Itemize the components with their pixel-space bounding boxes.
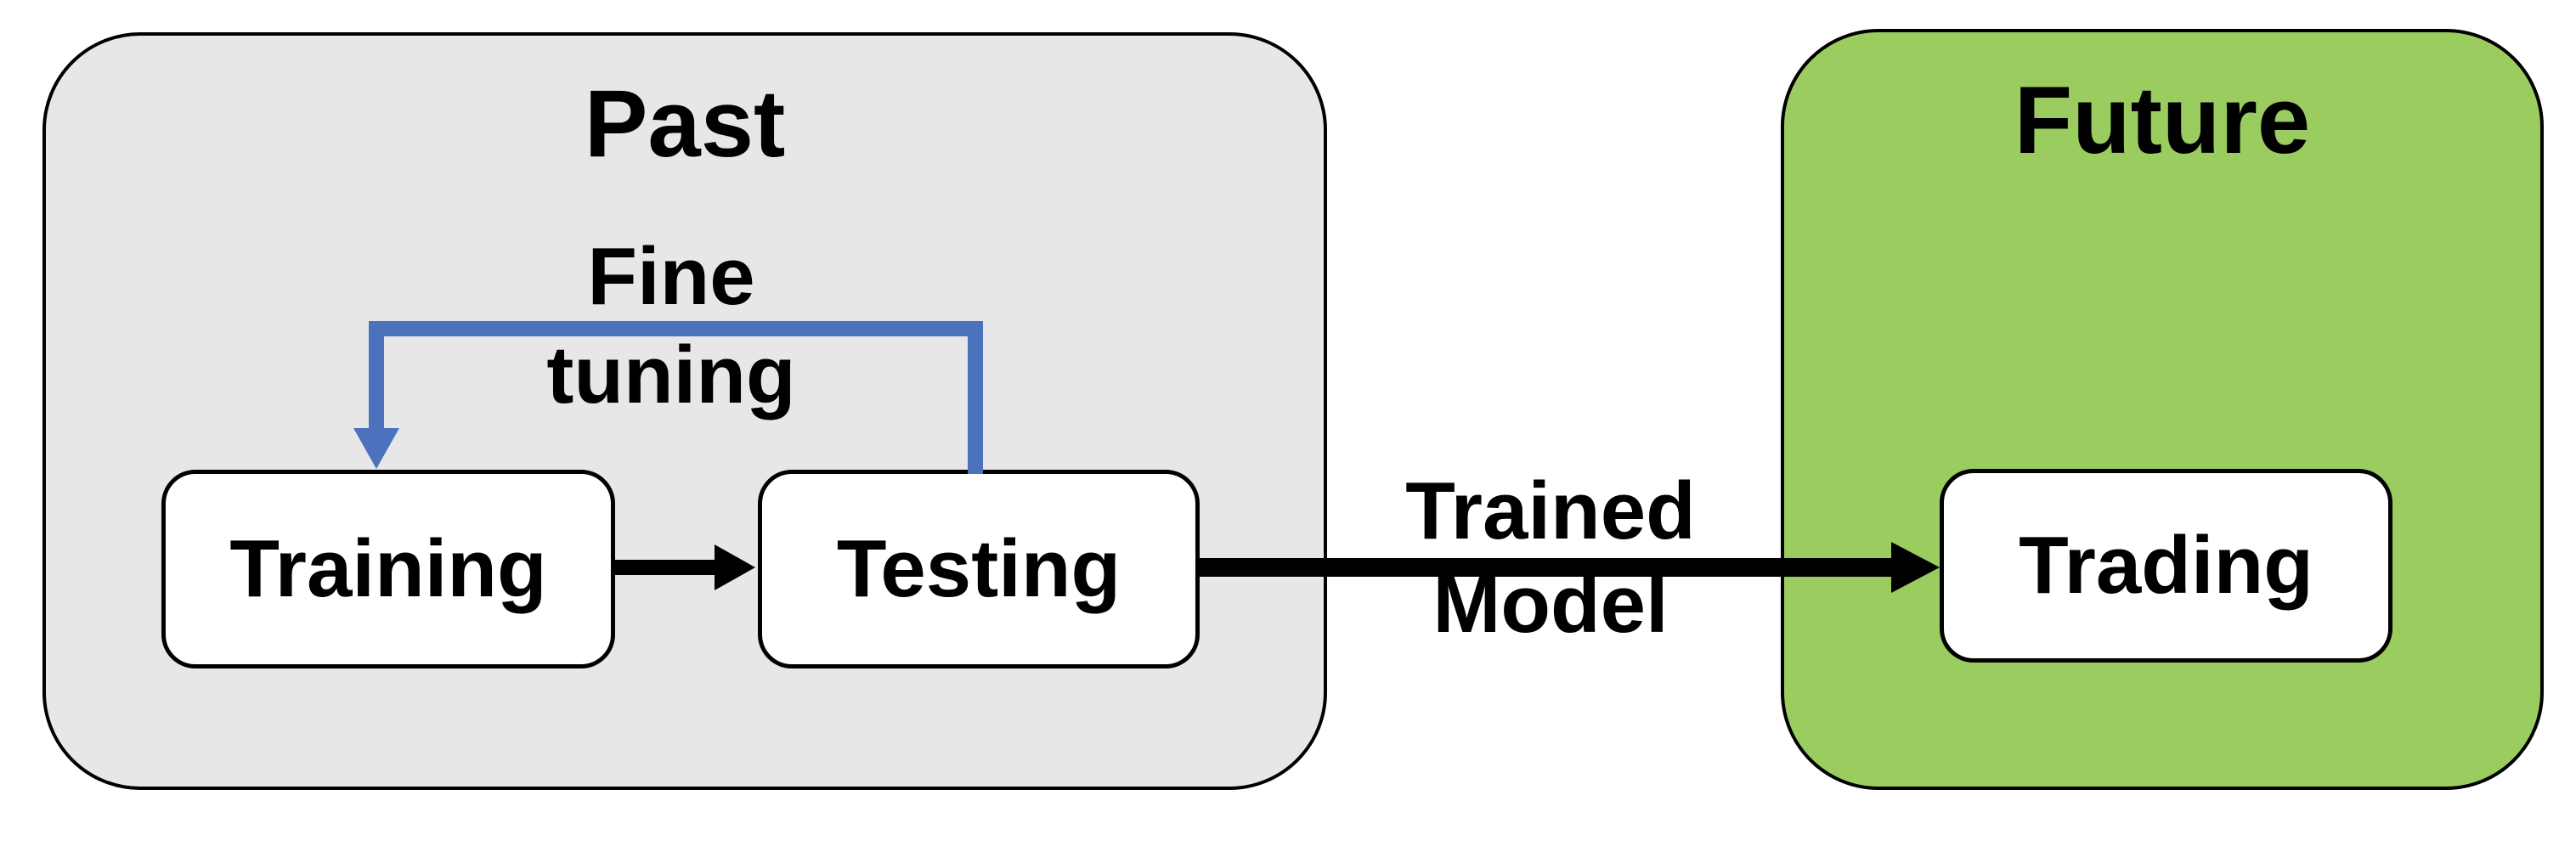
trained-model-label-line1: Trained bbox=[1405, 465, 1696, 556]
testing-node-label: Testing bbox=[836, 523, 1121, 614]
fine-tuning-loop-left-line bbox=[369, 321, 384, 428]
future-panel-title: Future bbox=[2014, 67, 2311, 173]
fine-tuning-loop-right-line bbox=[968, 321, 983, 474]
fine-tuning-label-line2: tuning bbox=[546, 330, 796, 420]
trading-node: Trading bbox=[1940, 469, 2392, 663]
past-panel-title: Past bbox=[584, 71, 786, 177]
training-to-testing-arrowhead-right-icon bbox=[715, 544, 755, 590]
trading-node-label: Trading bbox=[2019, 520, 2313, 611]
fine-tuning-loop-horizontal-line bbox=[369, 321, 983, 336]
testing-node: Testing bbox=[758, 470, 1200, 668]
testing-to-trading-arrow-shaft bbox=[1200, 558, 1891, 577]
fine-tuning-arrowhead-down-icon bbox=[353, 428, 399, 469]
training-to-testing-arrow-shaft bbox=[613, 560, 715, 575]
testing-to-trading-arrowhead-right-icon bbox=[1891, 542, 1940, 593]
training-node: Training bbox=[161, 470, 615, 668]
fine-tuning-label-line1: Fine bbox=[587, 231, 755, 322]
trained-model-label-line2: Model bbox=[1432, 559, 1669, 650]
training-node-label: Training bbox=[229, 523, 547, 614]
future-panel: Future bbox=[1781, 29, 2544, 790]
